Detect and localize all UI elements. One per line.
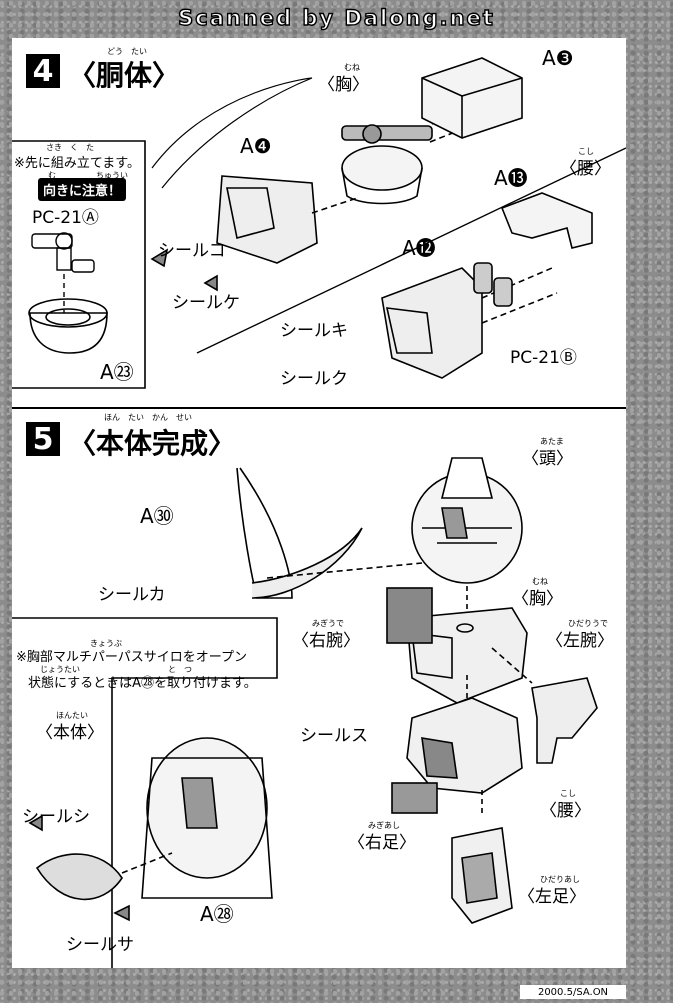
label-pc21b: PC-21Ⓑ	[510, 348, 577, 368]
section5-note-line2: 状態にするときはA㉘を取り付けます。	[28, 676, 257, 691]
chest5-ruby: むね	[532, 577, 548, 586]
label-seal-ka: シールカ	[98, 585, 166, 605]
label-left-leg: 〈左足〉	[518, 887, 586, 907]
label-seal-ki: シールキ	[280, 321, 348, 341]
section5-title-ruby: ほん たい かん せい	[104, 413, 192, 422]
instruction-sheet: 4 どう たい 〈胴体〉 さき く た ※先に組み立てます。 む ちゅうい 向き…	[12, 38, 626, 968]
section5-number: 5	[26, 422, 60, 457]
label-seal-ko: シールコ	[158, 241, 226, 261]
body-ruby: ほんたい	[56, 711, 88, 720]
label-seal-ke: シールケ	[172, 293, 240, 313]
label-a23: A㉓	[100, 360, 134, 384]
left-leg-ruby: ひだりあし	[540, 875, 580, 884]
section4-note: ※先に組み立てます。	[14, 156, 140, 171]
label-waist: 〈腰〉	[560, 159, 611, 179]
label-chest: 〈胸〉	[318, 75, 369, 95]
waist5-ruby: こし	[560, 789, 576, 798]
label-a12: A⓬	[402, 236, 436, 260]
section4-number: 4	[26, 54, 60, 89]
label-left-arm: 〈左腕〉	[546, 631, 614, 651]
right-leg-ruby: みぎあし	[368, 821, 400, 830]
chest-ruby: むね	[344, 63, 360, 72]
watermark-text: Scanned by Dalong.net	[177, 5, 495, 30]
label-seal-shi: シールシ	[22, 807, 90, 827]
left-arm-ruby: ひだりうで	[568, 619, 608, 628]
label-a13: A⓭	[494, 166, 528, 190]
head-ruby: あたま	[540, 437, 564, 446]
label-right-leg: 〈右足〉	[348, 833, 416, 853]
right-arm-ruby: みぎうで	[312, 619, 344, 628]
label-head: 〈頭〉	[522, 449, 573, 469]
label-chest-5: 〈胸〉	[512, 589, 563, 609]
label-body: 〈本体〉	[36, 723, 104, 743]
label-right-arm: 〈右腕〉	[292, 631, 360, 651]
waist-ruby: こし	[578, 147, 594, 156]
footer-code: 2000.5/SA.ON	[520, 985, 626, 999]
section4-title: 〈胴体〉	[68, 59, 181, 92]
section5-note-line1: ※胸部マルチパーパスサイロをオープン	[16, 650, 247, 665]
watermark-header: Scanned by Dalong.net	[0, 0, 673, 36]
section5-note-ruby-1: きょうぶ	[90, 639, 122, 648]
label-seal-ku: シールク	[280, 369, 348, 389]
section5-note-ruby-2: じょうたい と つ	[40, 665, 192, 674]
label-a4: A❹	[240, 134, 272, 158]
label-waist-5: 〈腰〉	[540, 801, 591, 821]
instruction-artwork	[12, 57, 626, 968]
orientation-warning-badge: 向きに注意！	[38, 178, 127, 201]
label-seal-sa: シールサ	[66, 935, 134, 955]
label-seal-su: シールス	[300, 726, 368, 746]
label-a28: A㉘	[200, 902, 234, 926]
section4-warning-ruby: む ちゅうい	[48, 171, 128, 180]
section5-title: 〈本体完成〉	[68, 427, 237, 460]
label-a3: A❸	[542, 46, 574, 70]
section4-note-ruby: さき く た	[46, 143, 94, 152]
label-a30: A㉚	[140, 504, 174, 528]
section4-title-ruby: どう たい	[107, 47, 147, 56]
label-pc21a: PC-21Ⓐ	[32, 208, 99, 228]
